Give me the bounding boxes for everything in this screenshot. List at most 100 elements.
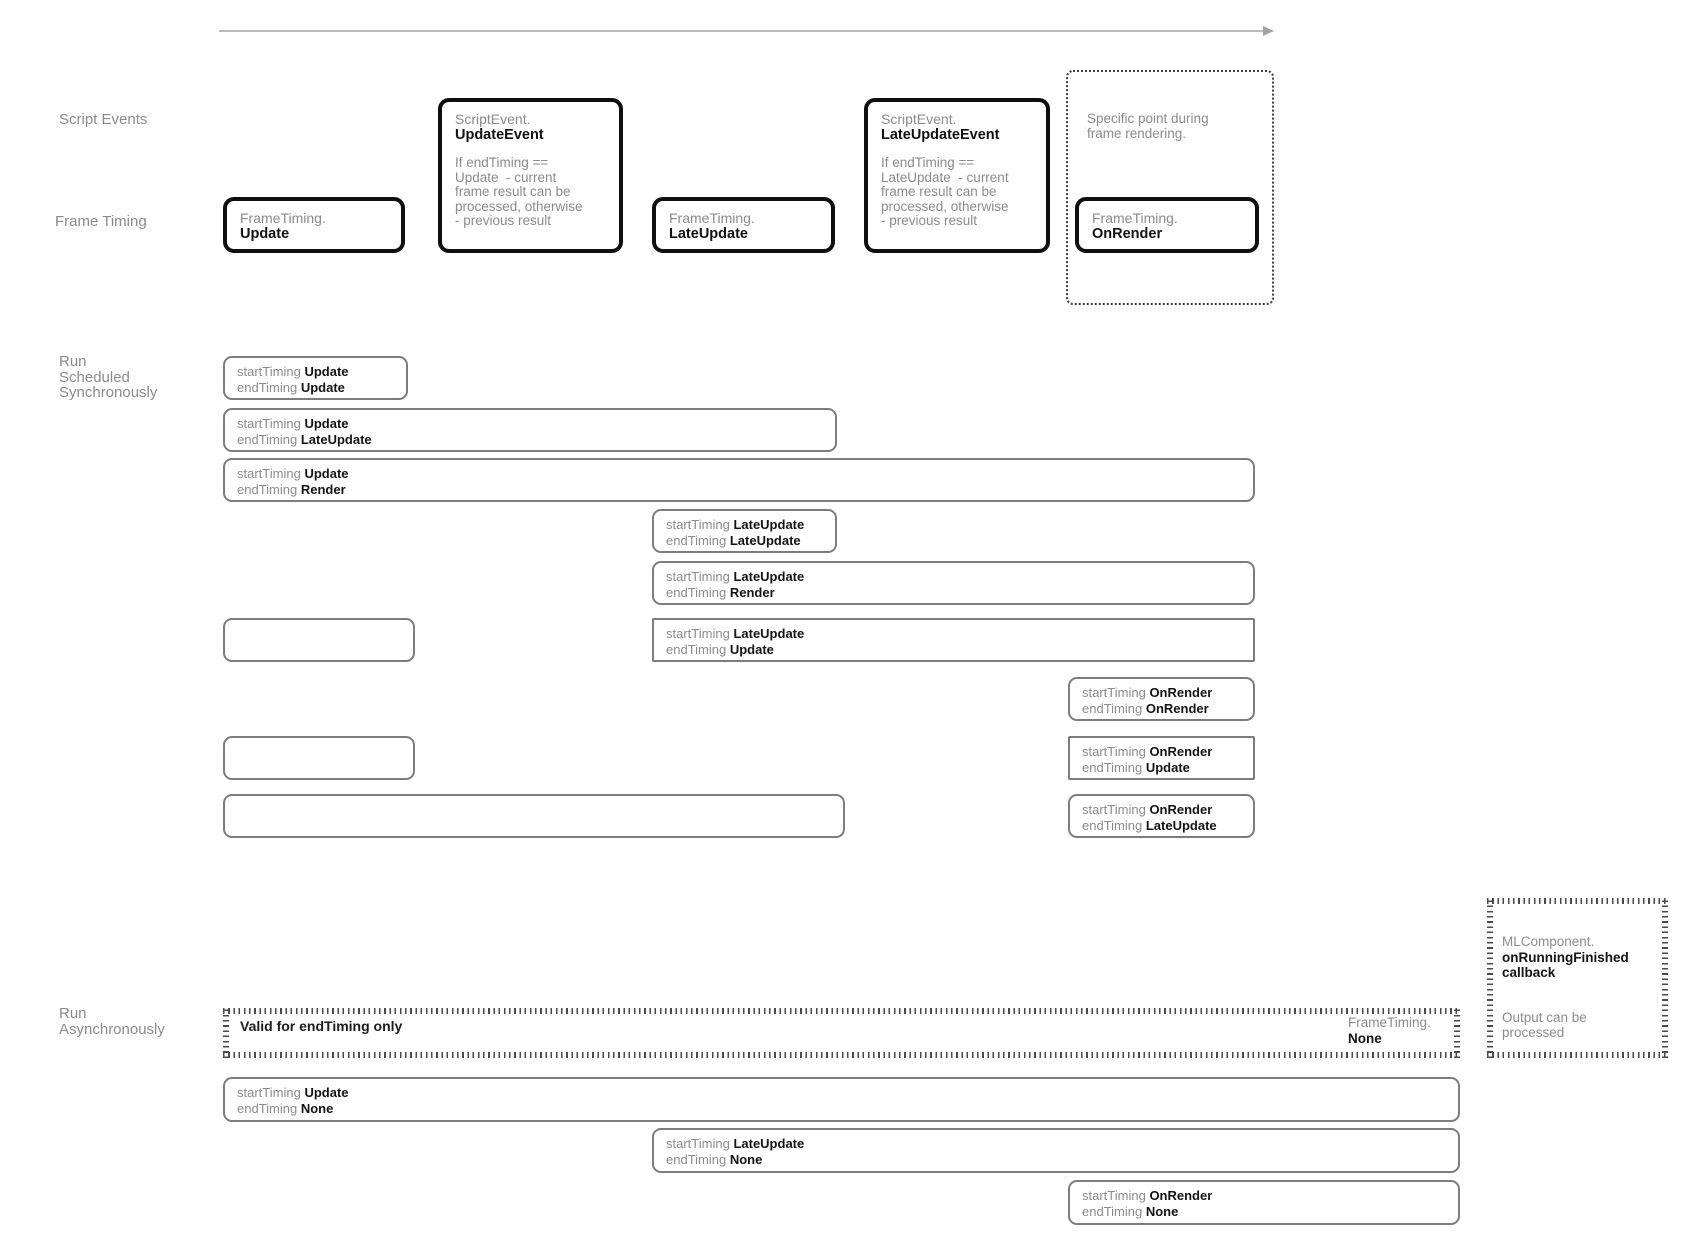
start-timing-value: OnRender [1149, 744, 1213, 759]
start-timing-label: startTiming [237, 1085, 301, 1100]
frame-timing-update-box: FrameTiming. Update [223, 197, 405, 253]
end-timing-line: endTiming LateUpdate [237, 432, 835, 448]
end-timing-value: OnRender [1145, 700, 1209, 716]
end-timing-value: LateUpdate [300, 431, 372, 447]
start-timing-line: startTiming LateUpdate [666, 1136, 1458, 1152]
start-timing-value: OnRender [1149, 802, 1213, 817]
arrowhead-icon [1263, 26, 1274, 36]
start-timing-value: LateUpdate [733, 569, 805, 584]
empty-timing-box [223, 618, 415, 662]
frame-timing-prefix: FrameTiming. [1348, 1015, 1431, 1030]
end-timing-value: Render [729, 584, 775, 600]
end-timing-line: endTiming Render [666, 585, 1253, 601]
empty-timing-box [223, 736, 415, 780]
end-timing-value: LateUpdate [729, 532, 801, 548]
sync-box-lateupdate-lateupdate: startTiming LateUpdate endTiming LateUpd… [652, 509, 837, 553]
end-timing-label: endTiming [1082, 700, 1143, 716]
frame-timing-prefix: FrameTiming. [669, 210, 755, 226]
frame-timing-onrender-box: FrameTiming. OnRender [1075, 197, 1259, 253]
frame-timing-none-block: FrameTiming. None [1348, 1015, 1431, 1046]
end-timing-value: LateUpdate [1145, 817, 1217, 833]
start-timing-label: startTiming [1082, 685, 1146, 700]
start-timing-label: startTiming [666, 1136, 730, 1151]
end-timing-line: endTiming OnRender [1082, 701, 1253, 717]
frame-timing-name: Update [240, 226, 290, 242]
start-timing-line: startTiming OnRender [1082, 744, 1253, 760]
script-event-name: UpdateEvent [455, 127, 544, 143]
mlcomponent-name: onRunningFinished callback [1502, 949, 1629, 981]
end-timing-value: Update [300, 379, 345, 395]
end-timing-line: endTiming Render [237, 482, 1253, 498]
sync-box-lateupdate-update: startTiming LateUpdate endTiming Update [652, 618, 1255, 662]
end-timing-label: endTiming [1082, 817, 1143, 833]
start-timing-value: Update [304, 466, 349, 481]
mlcomponent-output-note: Output can be processed [1502, 1010, 1587, 1040]
start-timing-label: startTiming [1082, 1188, 1146, 1203]
end-timing-label: endTiming [666, 584, 727, 600]
end-timing-label: endTiming [1082, 759, 1143, 775]
sync-box-onrender-onrender: startTiming OnRender endTiming OnRender [1068, 677, 1255, 721]
start-timing-line: startTiming OnRender [1082, 802, 1253, 818]
start-timing-line: startTiming OnRender [1082, 1188, 1458, 1204]
start-timing-line: startTiming Update [237, 416, 835, 432]
start-timing-value: OnRender [1149, 685, 1213, 700]
mlcomponent-prefix: MLComponent. [1502, 934, 1595, 949]
frame-timing-lateupdate-box: FrameTiming. LateUpdate [652, 197, 835, 253]
render-point-container [1066, 70, 1274, 305]
mlcomponent-callback-block: MLComponent. onRunningFinished callback [1502, 934, 1629, 981]
start-timing-value: LateUpdate [733, 1136, 805, 1151]
end-timing-value: Render [300, 481, 346, 497]
start-timing-value: LateUpdate [733, 626, 805, 641]
async-box-lateupdate-none: startTiming LateUpdate endTiming None [652, 1128, 1460, 1173]
end-timing-label: endTiming [666, 1151, 727, 1167]
mlcomponent-callback-container [1487, 898, 1668, 1058]
start-timing-value: Update [304, 1085, 349, 1100]
end-timing-line: endTiming None [237, 1101, 1458, 1117]
script-event-lateupdate-box: ScriptEvent. LateUpdateEvent If endTimin… [864, 98, 1050, 253]
frame-timing-name: LateUpdate [669, 226, 748, 242]
sync-box-update-update: startTiming Update endTiming Update [223, 356, 408, 400]
start-timing-value: Update [304, 416, 349, 431]
end-timing-label: endTiming [666, 532, 727, 548]
start-timing-line: startTiming LateUpdate [666, 626, 1253, 642]
start-timing-label: startTiming [1082, 802, 1146, 817]
frame-timing-name: OnRender [1092, 226, 1163, 242]
script-event-description: If endTiming == LateUpdate - current fra… [881, 155, 1009, 229]
script-event-update-box: ScriptEvent. UpdateEvent If endTiming ==… [438, 98, 623, 253]
start-timing-label: startTiming [1082, 744, 1146, 759]
label-run-asynchronously: Run Asynchronously [59, 1005, 165, 1038]
async-box-update-none: startTiming Update endTiming None [223, 1077, 1460, 1122]
label-frame-timing: Frame Timing [55, 213, 147, 230]
end-timing-value: Update [1145, 759, 1190, 775]
start-timing-line: startTiming OnRender [1082, 685, 1253, 701]
start-timing-label: startTiming [237, 466, 301, 481]
start-timing-label: startTiming [666, 517, 730, 532]
sync-box-lateupdate-render: startTiming LateUpdate endTiming Render [652, 561, 1255, 605]
label-script-events: Script Events [59, 111, 148, 128]
start-timing-value: OnRender [1149, 1188, 1213, 1203]
end-timing-line: endTiming LateUpdate [1082, 818, 1253, 834]
script-event-prefix: ScriptEvent. [455, 111, 531, 127]
start-timing-label: startTiming [237, 416, 301, 431]
end-timing-line: endTiming None [666, 1152, 1458, 1168]
empty-timing-box [223, 794, 845, 838]
frame-timing-prefix: FrameTiming. [240, 210, 326, 226]
script-event-prefix: ScriptEvent. [881, 111, 957, 127]
end-timing-label: endTiming [237, 1100, 298, 1116]
end-timing-label: endTiming [237, 431, 298, 447]
end-timing-line: endTiming Update [1082, 760, 1253, 776]
end-timing-line: endTiming Update [666, 642, 1253, 658]
render-point-note: Specific point during frame rendering. [1087, 111, 1209, 141]
start-timing-line: startTiming Update [237, 1085, 1458, 1101]
end-timing-value: Update [729, 641, 774, 657]
end-timing-value: None [300, 1100, 334, 1116]
start-timing-label: startTiming [666, 626, 730, 641]
valid-endtiming-note: Valid for endTiming only [240, 1018, 403, 1034]
end-timing-label: endTiming [666, 641, 727, 657]
end-timing-line: endTiming LateUpdate [666, 533, 835, 549]
start-timing-line: startTiming Update [237, 466, 1253, 482]
sync-box-onrender-update: startTiming OnRender endTiming Update [1068, 736, 1255, 780]
frame-timing-prefix: FrameTiming. [1092, 210, 1178, 226]
end-timing-value: None [729, 1151, 763, 1167]
